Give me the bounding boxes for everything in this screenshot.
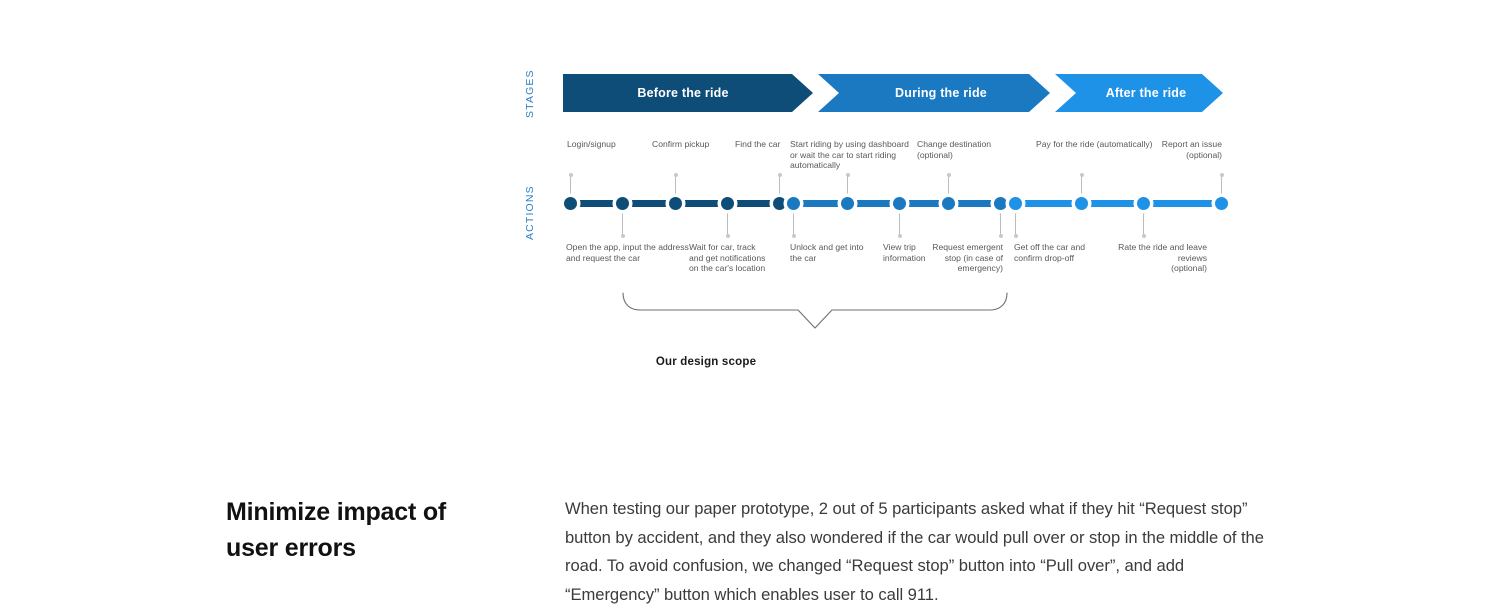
stage-label: After the ride	[1105, 86, 1187, 100]
actions-timeline: Login/signup Confirm pickup Find the car St…	[0, 0, 1500, 300]
action-connector-line	[727, 207, 728, 236]
stage-chevron-during-the-ride[interactable]: During the ride	[818, 74, 1050, 112]
design-scope-label: Our design scope	[655, 356, 757, 368]
action-connector-line	[779, 175, 780, 204]
action-connector-line	[570, 175, 571, 204]
timeline-node[interactable]	[1008, 197, 1022, 210]
action-connector-line	[1000, 207, 1001, 236]
action-label: Login/signup	[567, 139, 616, 149]
action-label: Unlock and get into the car	[790, 242, 864, 263]
action-label: Find the car	[735, 139, 781, 149]
action-connector-dot	[845, 173, 850, 177]
action-label: Rate the ride and leave reviews (optiona…	[1118, 242, 1207, 274]
timeline-node[interactable]	[840, 197, 854, 210]
timeline-node[interactable]	[1136, 197, 1150, 210]
timeline-node[interactable]	[720, 197, 734, 210]
timeline-node[interactable]	[1214, 197, 1228, 210]
action-connector-line	[1081, 175, 1082, 204]
stages-banner: Before the ride During the ride After th…	[563, 74, 1223, 112]
design-scope-caption: Our design scope	[0, 352, 1500, 370]
action-label: Pay for the ride (automatically)	[1036, 139, 1153, 149]
action-label: View trip information	[883, 242, 926, 263]
action-connector-dot	[1219, 173, 1224, 177]
stage-chevron-after-the-ride[interactable]: After the ride	[1055, 74, 1223, 112]
action-label: Request emergent stop (in case of emerge…	[932, 242, 1003, 274]
action-connector-dot	[791, 234, 796, 238]
action-label: Start riding by using dashboard or wait …	[790, 139, 909, 171]
action-connector-dot	[998, 234, 1003, 238]
action-connector-line	[793, 207, 794, 236]
action-connector-dot	[1079, 173, 1084, 177]
timeline-node[interactable]	[941, 197, 955, 210]
action-connector-dot	[777, 173, 782, 177]
timeline-node[interactable]	[892, 197, 906, 210]
action-connector-dot	[673, 173, 678, 177]
action-connector-line	[948, 175, 949, 204]
design-scope-brace	[620, 292, 1010, 337]
callout-heading: Minimize impact of user errors	[226, 498, 447, 562]
action-connector-line	[675, 175, 676, 204]
action-label: Confirm pickup	[652, 139, 710, 149]
action-connector-dot	[897, 234, 902, 238]
stage-label: Before the ride	[637, 86, 729, 100]
action-label: Wait for car, track and get notification…	[689, 242, 766, 274]
action-label: Report an issue (optional)	[1161, 139, 1222, 160]
action-connector-line	[847, 175, 848, 204]
action-connector-dot	[946, 173, 951, 177]
timeline-node[interactable]	[563, 197, 577, 210]
stage-label: During the ride	[895, 86, 987, 100]
timeline-node[interactable]	[668, 197, 682, 210]
action-connector-dot	[725, 234, 730, 238]
action-connector-line	[1221, 175, 1222, 204]
action-connector-dot	[1141, 234, 1146, 238]
timeline-node[interactable]	[615, 197, 629, 210]
action-label: Get off the car and confirm drop-off	[1014, 242, 1086, 263]
action-connector-line	[622, 207, 623, 236]
action-label: Open the app, input the address and requ…	[566, 242, 689, 263]
action-connector-line	[899, 207, 900, 236]
timeline-node[interactable]	[993, 197, 1007, 210]
action-connector-line	[1143, 207, 1144, 236]
timeline-node[interactable]	[786, 197, 800, 210]
timeline-node[interactable]	[1074, 197, 1088, 210]
action-label: Change destination (optional)	[917, 139, 992, 160]
timeline-node[interactable]	[772, 197, 786, 210]
stage-chevron-before-the-ride[interactable]: Before the ride	[563, 74, 813, 112]
action-connector-dot	[1013, 234, 1018, 238]
action-connector-dot	[620, 234, 625, 238]
timeline-segment-light	[1015, 200, 1221, 207]
action-connector-dot	[568, 173, 573, 177]
action-connector-line	[1015, 207, 1016, 236]
callout-body: When testing our paper prototype, 2 out …	[565, 499, 1264, 604]
